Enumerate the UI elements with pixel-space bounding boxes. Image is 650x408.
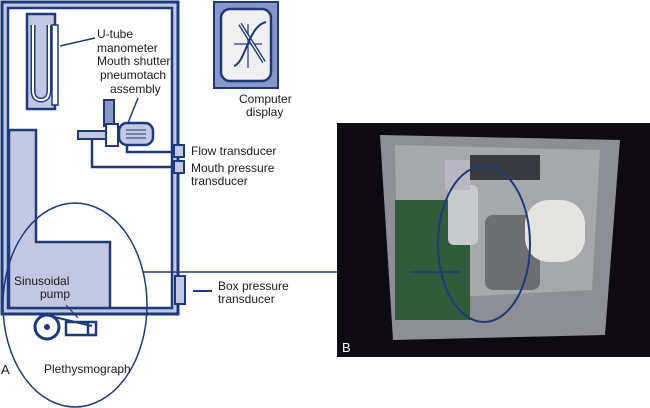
label-shutter-1: Mouth shutter <box>97 54 170 68</box>
box-pressure-transducer-box <box>174 275 186 305</box>
panel-a-letter: A <box>1 362 10 377</box>
label-shutter-2: pneumotach <box>100 68 166 82</box>
label-box-pressure-2: transducer <box>218 292 275 306</box>
label-plethysmograph: Plethysmograph <box>44 362 131 376</box>
label-box-pressure-1: Box pressure <box>218 279 289 293</box>
label-computer-1: Computer <box>239 92 292 106</box>
label-shutter-3: assembly <box>110 82 161 96</box>
label-manometer-2: manometer <box>97 41 158 55</box>
u-tube-manometer <box>25 12 96 111</box>
computer-display <box>213 1 279 89</box>
shutter-pneumotach-assembly <box>77 97 174 169</box>
sinusoidal-pump <box>33 304 98 341</box>
flow-transducer-box <box>173 144 185 158</box>
label-manometer-1: U-tube <box>97 27 133 41</box>
label-computer-2: display <box>246 105 283 119</box>
label-pump-2: pump <box>40 287 70 301</box>
label-mouth-pressure-1: Mouth pressure <box>191 161 275 175</box>
label-pump-1: Sinusoidal <box>14 274 69 288</box>
label-mouth-pressure-2: transducer <box>191 174 248 188</box>
photo-panel <box>337 123 650 357</box>
mouth-pressure-transducer-box <box>173 160 185 174</box>
subject-region <box>7 128 112 310</box>
label-flow: Flow transducer <box>191 144 276 158</box>
panel-b-letter: B <box>342 340 351 355</box>
highlight-ellipse-b <box>437 165 531 323</box>
labels: U-tube manometer Mouth shutter pneumotac… <box>1 27 351 377</box>
highlight-ellipse-a <box>2 202 148 408</box>
